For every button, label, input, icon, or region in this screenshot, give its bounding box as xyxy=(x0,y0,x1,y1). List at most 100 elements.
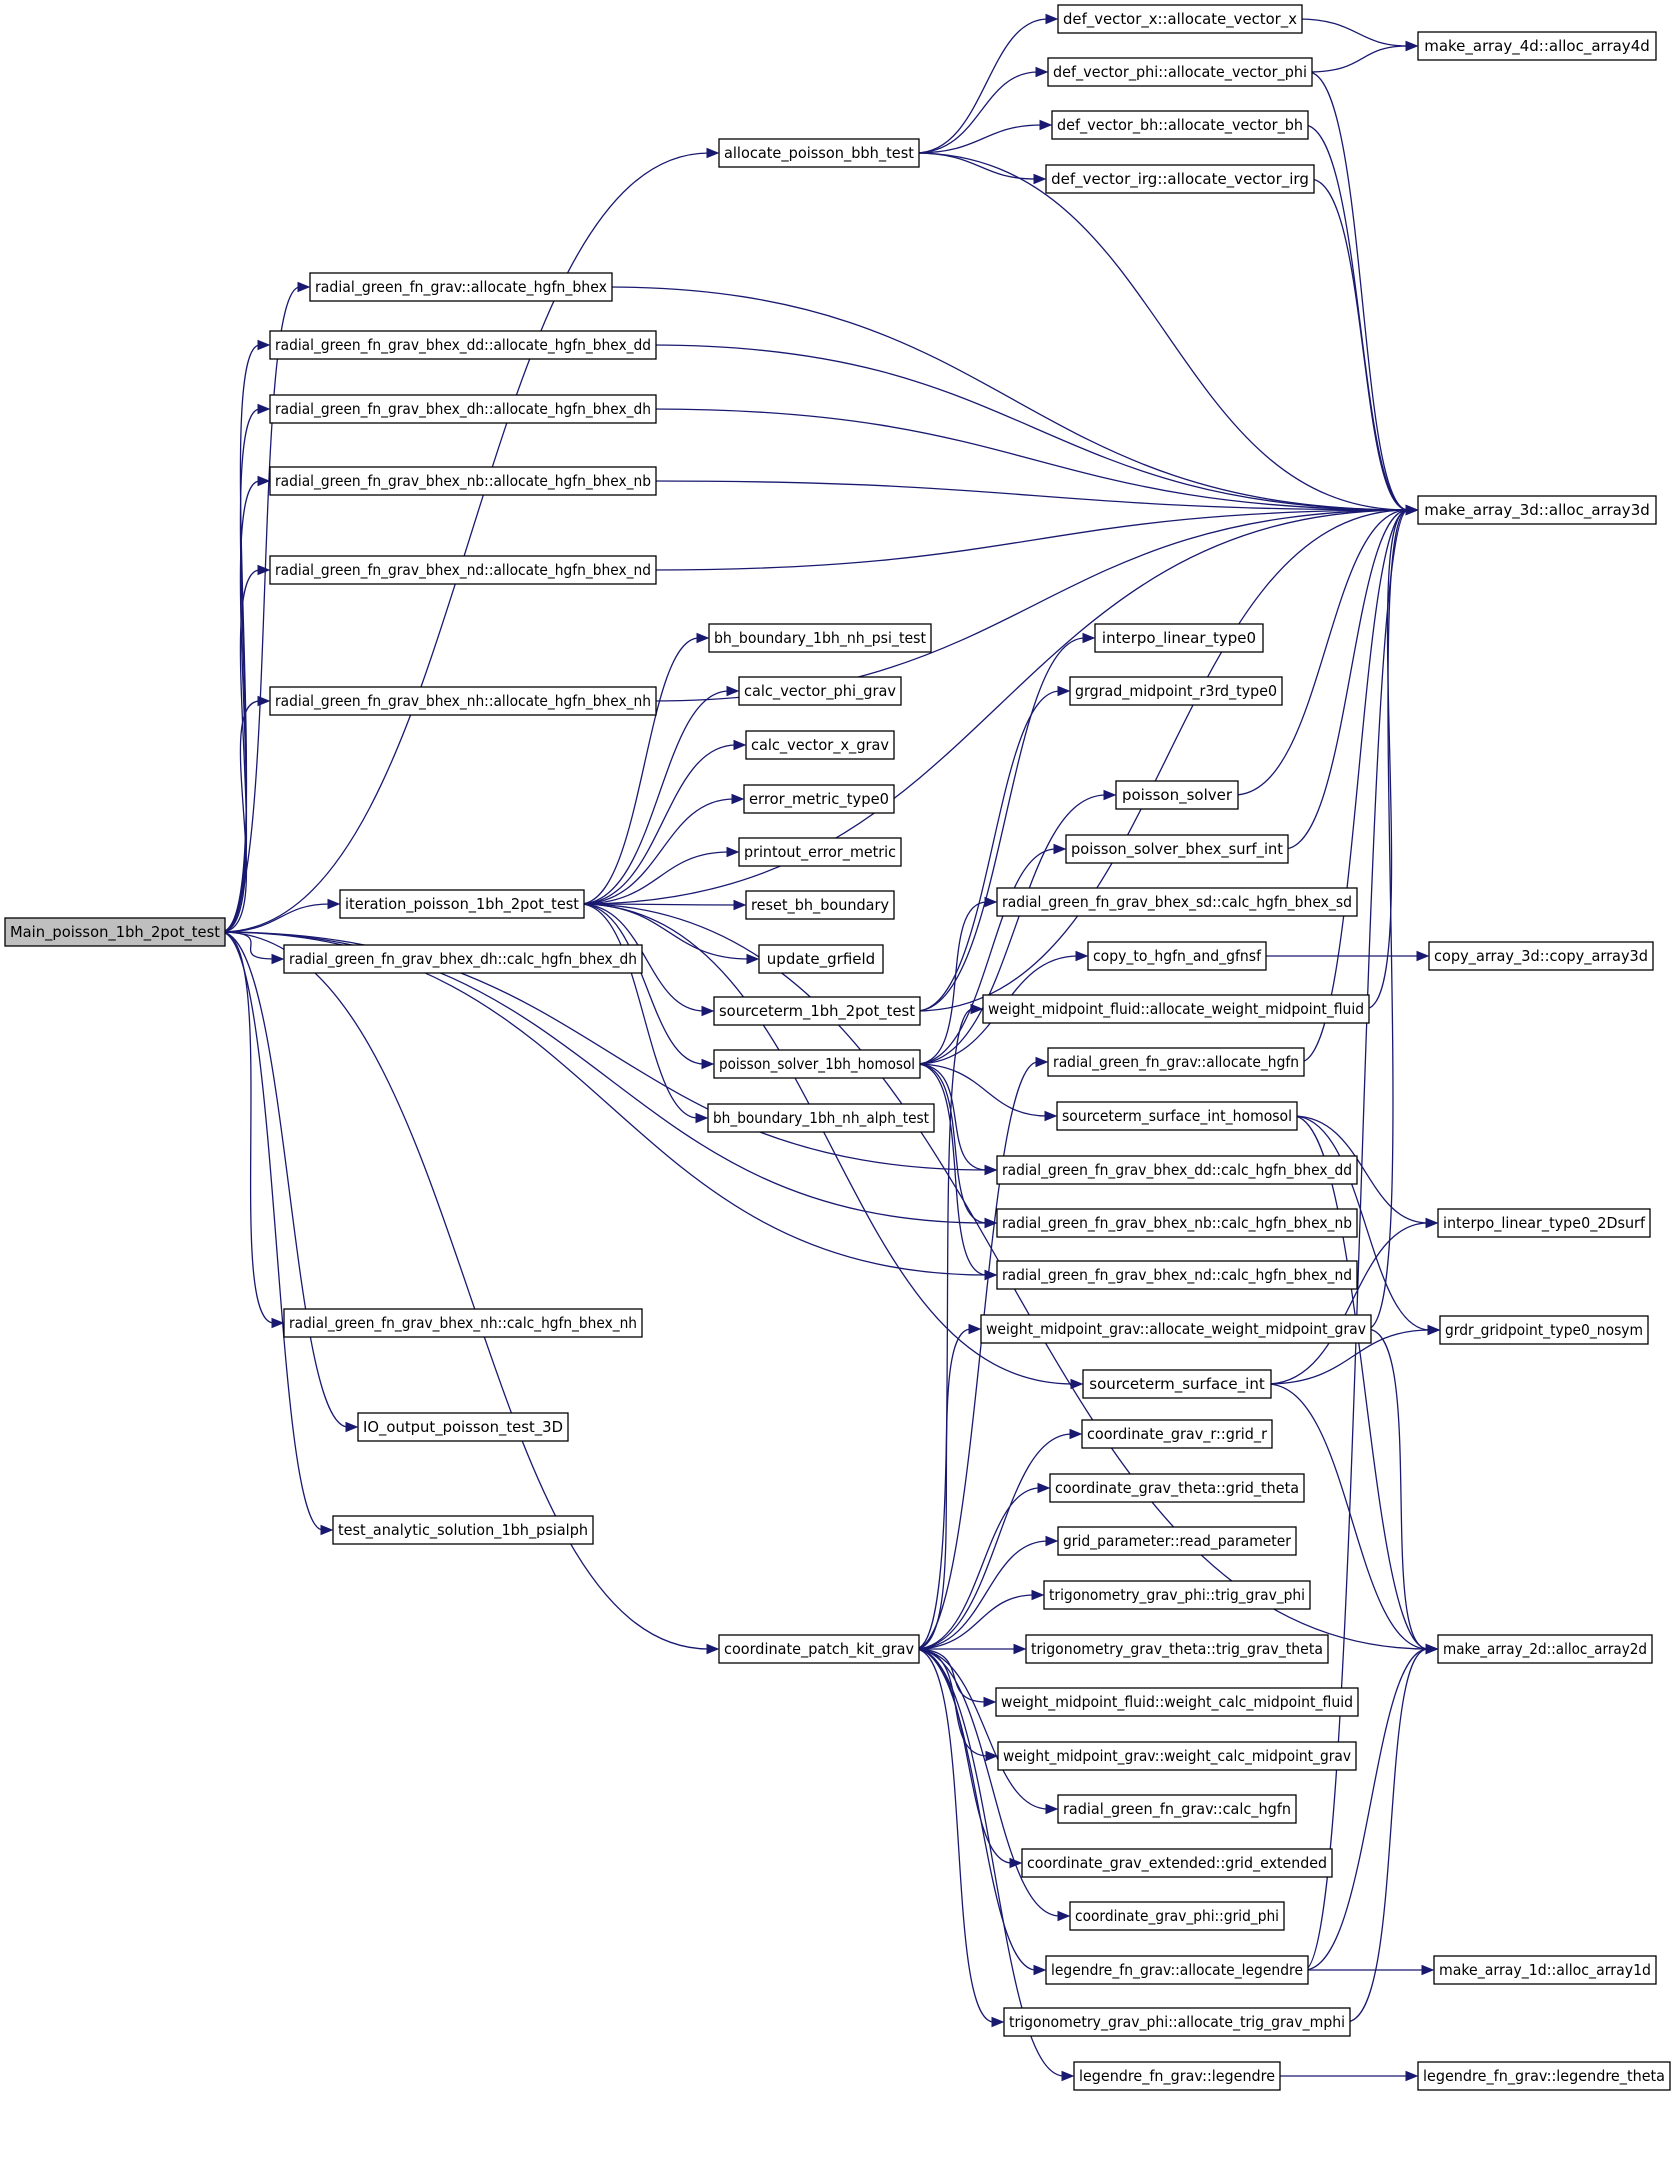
node-wm-fl[interactable]: weight_midpoint_fluid::weight_calc_midpo… xyxy=(995,1687,1359,1717)
edge-line xyxy=(220,344,261,933)
node-c-dd[interactable]: radial_green_fn_grav_bhex_dd::calc_hgfn_… xyxy=(996,1155,1358,1185)
node-alloc-test[interactable]: allocate_poisson_bbh_test xyxy=(718,138,920,168)
node-label: make_array_3d::alloc_array3d xyxy=(1424,501,1650,520)
node-update[interactable]: update_grfield xyxy=(758,944,884,974)
node-wm-gr[interactable]: weight_midpoint_grav::weight_calc_midpoi… xyxy=(997,1741,1357,1771)
edge-line xyxy=(915,1063,988,1224)
node-arr4d[interactable]: make_array_4d::alloc_array4d xyxy=(1417,31,1657,61)
node-sti[interactable]: sourceterm_surface_int xyxy=(1082,1369,1272,1399)
node-box xyxy=(1081,1419,1273,1449)
node-vec-x[interactable]: def_vector_x::allocate_vector_x xyxy=(1057,4,1303,34)
node-grgrad[interactable]: grgrad_midpoint_r3rd_type0 xyxy=(1069,676,1283,706)
edge-line xyxy=(914,1328,972,1650)
node-cg-th[interactable]: coordinate_grav_theta::grid_theta xyxy=(1049,1473,1305,1503)
node-tg-mphi[interactable]: trigonometry_grav_phi::allocate_trig_gra… xyxy=(1003,2007,1351,2037)
node-reset[interactable]: reset_bh_boundary xyxy=(745,890,895,920)
node-box xyxy=(1056,1101,1298,1131)
node-c-nd[interactable]: radial_green_fn_grav_bhex_nd::calc_hgfn_… xyxy=(996,1260,1358,1290)
node-copy3d[interactable]: copy_array_3d::copy_array3d xyxy=(1428,941,1654,971)
node-i2d[interactable]: interpo_linear_type0_2Dsurf xyxy=(1437,1208,1651,1238)
edge-line xyxy=(915,848,1057,1065)
edge-cpk-to-leg xyxy=(914,1648,1075,2082)
node-arr3d[interactable]: make_array_3d::alloc_array3d xyxy=(1417,495,1657,525)
edge-line xyxy=(1303,509,1409,1971)
node-label: radial_green_fn_grav_bhex_nh::calc_hgfn_… xyxy=(289,1314,637,1333)
edge-arrowhead xyxy=(1057,1910,1071,1922)
node-grdr[interactable]: grdr_gridpoint_type0_nosym xyxy=(1439,1315,1649,1345)
node-c-sd[interactable]: radial_green_fn_grav_bhex_sd::calc_hgfn_… xyxy=(996,887,1358,917)
node-interp0[interactable]: interpo_linear_type0 xyxy=(1094,623,1264,653)
node-gp[interactable]: grid_parameter::read_parameter xyxy=(1057,1526,1297,1556)
node-c-nb[interactable]: radial_green_fn_grav_bhex_nb::calc_hgfn_… xyxy=(996,1208,1358,1238)
node-leg[interactable]: legendre_fn_grav::legendre xyxy=(1073,2061,1281,2091)
node-arr1d[interactable]: make_array_1d::alloc_array1d xyxy=(1433,1955,1657,1985)
node-ps-surf[interactable]: poisson_solver_bhex_surf_int xyxy=(1065,834,1289,864)
node-bh-alph[interactable]: bh_boundary_1bh_nh_alph_test xyxy=(707,1103,935,1133)
node-cg-phi[interactable]: coordinate_grav_phi::grid_phi xyxy=(1069,1901,1285,1931)
node-label: legendre_fn_grav::legendre xyxy=(1079,2067,1275,2086)
node-tg-phi[interactable]: trigonometry_grav_phi::trig_grav_phi xyxy=(1043,1580,1311,1610)
node-sti-h[interactable]: sourceterm_surface_int_homosol xyxy=(1056,1101,1298,1131)
node-rg-hgfn[interactable]: radial_green_fn_grav::allocate_hgfn xyxy=(1047,1047,1305,1077)
node-rg-bhex[interactable]: radial_green_fn_grav::allocate_hgfn_bhex xyxy=(309,272,613,302)
node-rg-nb[interactable]: radial_green_fn_grav_bhex_nb::allocate_h… xyxy=(269,466,657,496)
node-main[interactable]: Main_poisson_1bh_2pot_test xyxy=(4,917,226,947)
node-label: poisson_solver xyxy=(1122,786,1233,805)
node-cg-ext[interactable]: coordinate_grav_extended::grid_extended xyxy=(1021,1848,1333,1878)
edge-sti-to-grdr xyxy=(1266,1324,1441,1385)
node-wm-gr-a[interactable]: weight_midpoint_grav::allocate_weight_mi… xyxy=(980,1314,1372,1344)
node-err[interactable]: error_metric_type0 xyxy=(743,784,895,814)
edge-line xyxy=(914,1648,995,2023)
node-label: weight_midpoint_fluid::weight_calc_midpo… xyxy=(1001,1693,1353,1712)
node-calc-phi[interactable]: calc_vector_phi_grav xyxy=(738,676,902,706)
node-c-nh[interactable]: radial_green_fn_grav_bhex_nh::calc_hgfn_… xyxy=(283,1308,643,1338)
node-label: radial_green_fn_grav_bhex_dd::allocate_h… xyxy=(275,336,651,355)
node-label: poisson_solver_1bh_homosol xyxy=(719,1055,915,1074)
edge-arrowhead xyxy=(1416,950,1430,962)
node-leg-th[interactable]: legendre_fn_grav::legendre_theta xyxy=(1417,2061,1671,2091)
edge-sti-to-i2d xyxy=(1266,1217,1439,1385)
node-ps[interactable]: poisson_solver xyxy=(1115,780,1239,810)
node-tg-th[interactable]: trigonometry_grav_theta::trig_grav_theta xyxy=(1025,1634,1329,1664)
edge-arrowhead xyxy=(731,793,745,805)
node-calc-x[interactable]: calc_vector_x_grav xyxy=(745,730,895,760)
edge-line xyxy=(651,509,1409,571)
node-arr2d[interactable]: make_array_2d::alloc_array2d xyxy=(1437,1634,1653,1664)
edge-arrowhead xyxy=(1405,2070,1419,2082)
edge-line xyxy=(914,1008,974,1650)
node-box xyxy=(332,1515,594,1545)
edge-rg-nd-to-arr3d xyxy=(651,504,1419,571)
node-leg-a[interactable]: legendre_fn_grav::allocate_legendre xyxy=(1045,1955,1309,1985)
node-vec-bh[interactable]: def_vector_bh::allocate_vector_bh xyxy=(1051,110,1309,140)
node-printout[interactable]: printout_error_metric xyxy=(738,837,902,867)
node-copy-h[interactable]: copy_to_hgfn_and_gfnsf xyxy=(1087,941,1267,971)
node-rg-nh[interactable]: radial_green_fn_grav_bhex_nh::allocate_h… xyxy=(269,686,657,716)
node-rg-dh[interactable]: radial_green_fn_grav_bhex_dh::allocate_h… xyxy=(269,394,657,424)
node-label: update_grfield xyxy=(767,950,875,969)
node-vec-irg[interactable]: def_vector_irg::allocate_vector_irg xyxy=(1045,164,1315,194)
edge-psh-to-ps xyxy=(915,789,1117,1065)
node-rg-nd[interactable]: radial_green_fn_grav_bhex_nd::allocate_h… xyxy=(269,555,657,585)
node-rg-calc[interactable]: radial_green_fn_grav::calc_hgfn xyxy=(1057,1794,1297,1824)
edge-arrowhead xyxy=(257,475,271,487)
node-label: radial_green_fn_grav_bhex_sd::calc_hgfn_… xyxy=(1002,893,1352,912)
node-bh-psi[interactable]: bh_boundary_1bh_nh_psi_test xyxy=(708,623,932,653)
node-iter[interactable]: iteration_poisson_1bh_2pot_test xyxy=(339,889,585,919)
node-src[interactable]: sourceterm_1bh_2pot_test xyxy=(713,996,921,1026)
edge-rg-dd-to-arr3d xyxy=(651,344,1419,516)
node-wm-fl-a[interactable]: weight_midpoint_fluid::allocate_weight_m… xyxy=(982,994,1370,1024)
node-io[interactable]: IO_output_poisson_test_3D xyxy=(357,1412,569,1442)
node-cpk[interactable]: coordinate_patch_kit_grav xyxy=(718,1634,920,1664)
node-rg-dd[interactable]: radial_green_fn_grav_bhex_dd::allocate_h… xyxy=(269,330,657,360)
edge-iter-to-reset xyxy=(579,899,747,911)
node-psh[interactable]: poisson_solver_1bh_homosol xyxy=(713,1049,921,1079)
node-box xyxy=(996,887,1358,917)
node-box xyxy=(1025,1634,1329,1664)
node-c-dh[interactable]: radial_green_fn_grav_bhex_dh::calc_hgfn_… xyxy=(283,944,643,974)
node-vec-phi[interactable]: def_vector_phi::allocate_vector_phi xyxy=(1047,57,1313,87)
node-box xyxy=(1045,164,1315,194)
edge-line xyxy=(579,690,730,905)
node-cg-r[interactable]: coordinate_grav_r::grid_r xyxy=(1081,1419,1273,1449)
node-test-an[interactable]: test_analytic_solution_1bh_psialph xyxy=(332,1515,594,1545)
edge-cpk-to-gp xyxy=(914,1535,1059,1650)
